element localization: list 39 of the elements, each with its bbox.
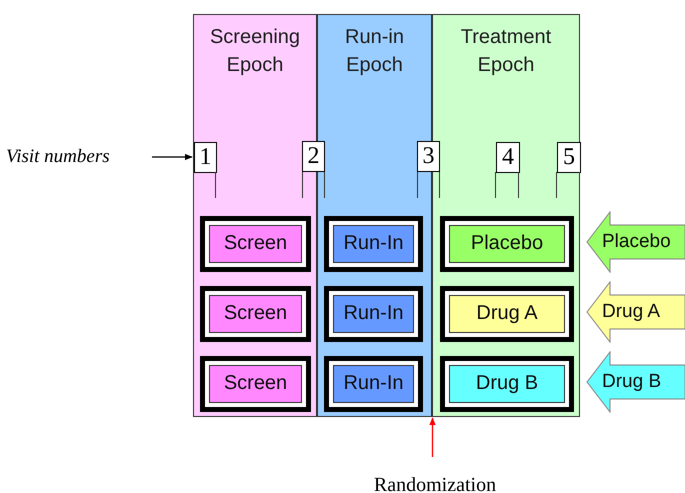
arm-frame bbox=[200, 216, 311, 272]
epoch-column bbox=[193, 14, 317, 417]
arm-arrow-label: Drug A bbox=[602, 300, 660, 324]
arm-frame bbox=[440, 216, 574, 272]
arm-label: Screen bbox=[209, 225, 302, 263]
arm-label: Run-In bbox=[333, 365, 414, 403]
arm-frame bbox=[324, 216, 423, 272]
arm-frame bbox=[200, 356, 311, 412]
visit-number: 5 bbox=[557, 142, 581, 173]
arm-arrow-label: Drug B bbox=[602, 370, 662, 394]
epoch-heading: Treatment Epoch bbox=[460, 25, 552, 78]
arm-arrow-shape bbox=[586, 281, 685, 343]
arm-arrow-shape bbox=[586, 351, 685, 413]
arrow bbox=[429, 417, 436, 457]
arm-frame bbox=[200, 286, 311, 342]
arm-frame bbox=[324, 356, 423, 412]
epoch-heading: Screening Epoch bbox=[208, 25, 302, 78]
arm-frame bbox=[324, 286, 423, 342]
arm-label: Run-In bbox=[333, 225, 414, 263]
arm-label: Screen bbox=[209, 365, 302, 403]
arm-label: Placebo bbox=[449, 225, 565, 263]
arm-label: Screen bbox=[209, 295, 302, 333]
randomization-label: Randomization bbox=[350, 471, 520, 493]
visit-numbers-label: Visit numbers bbox=[6, 144, 146, 170]
arm-arrow-label: Placebo bbox=[602, 230, 671, 254]
arm-label: Drug A bbox=[449, 295, 565, 333]
visit-number: 2 bbox=[302, 141, 325, 172]
epoch-column bbox=[317, 14, 432, 417]
arrow bbox=[152, 154, 193, 160]
visit-number: 4 bbox=[496, 142, 520, 173]
arm-frame bbox=[440, 286, 574, 342]
epoch-heading: Run-in Epoch bbox=[344, 25, 405, 78]
arm-frame bbox=[440, 356, 574, 412]
visit-number: 3 bbox=[417, 141, 440, 172]
arm-label: Drug B bbox=[449, 365, 565, 403]
arm-arrow-shape bbox=[586, 211, 685, 273]
arm-label: Run-In bbox=[333, 295, 414, 333]
epoch-column bbox=[432, 14, 580, 417]
visit-number: 1 bbox=[194, 142, 217, 173]
